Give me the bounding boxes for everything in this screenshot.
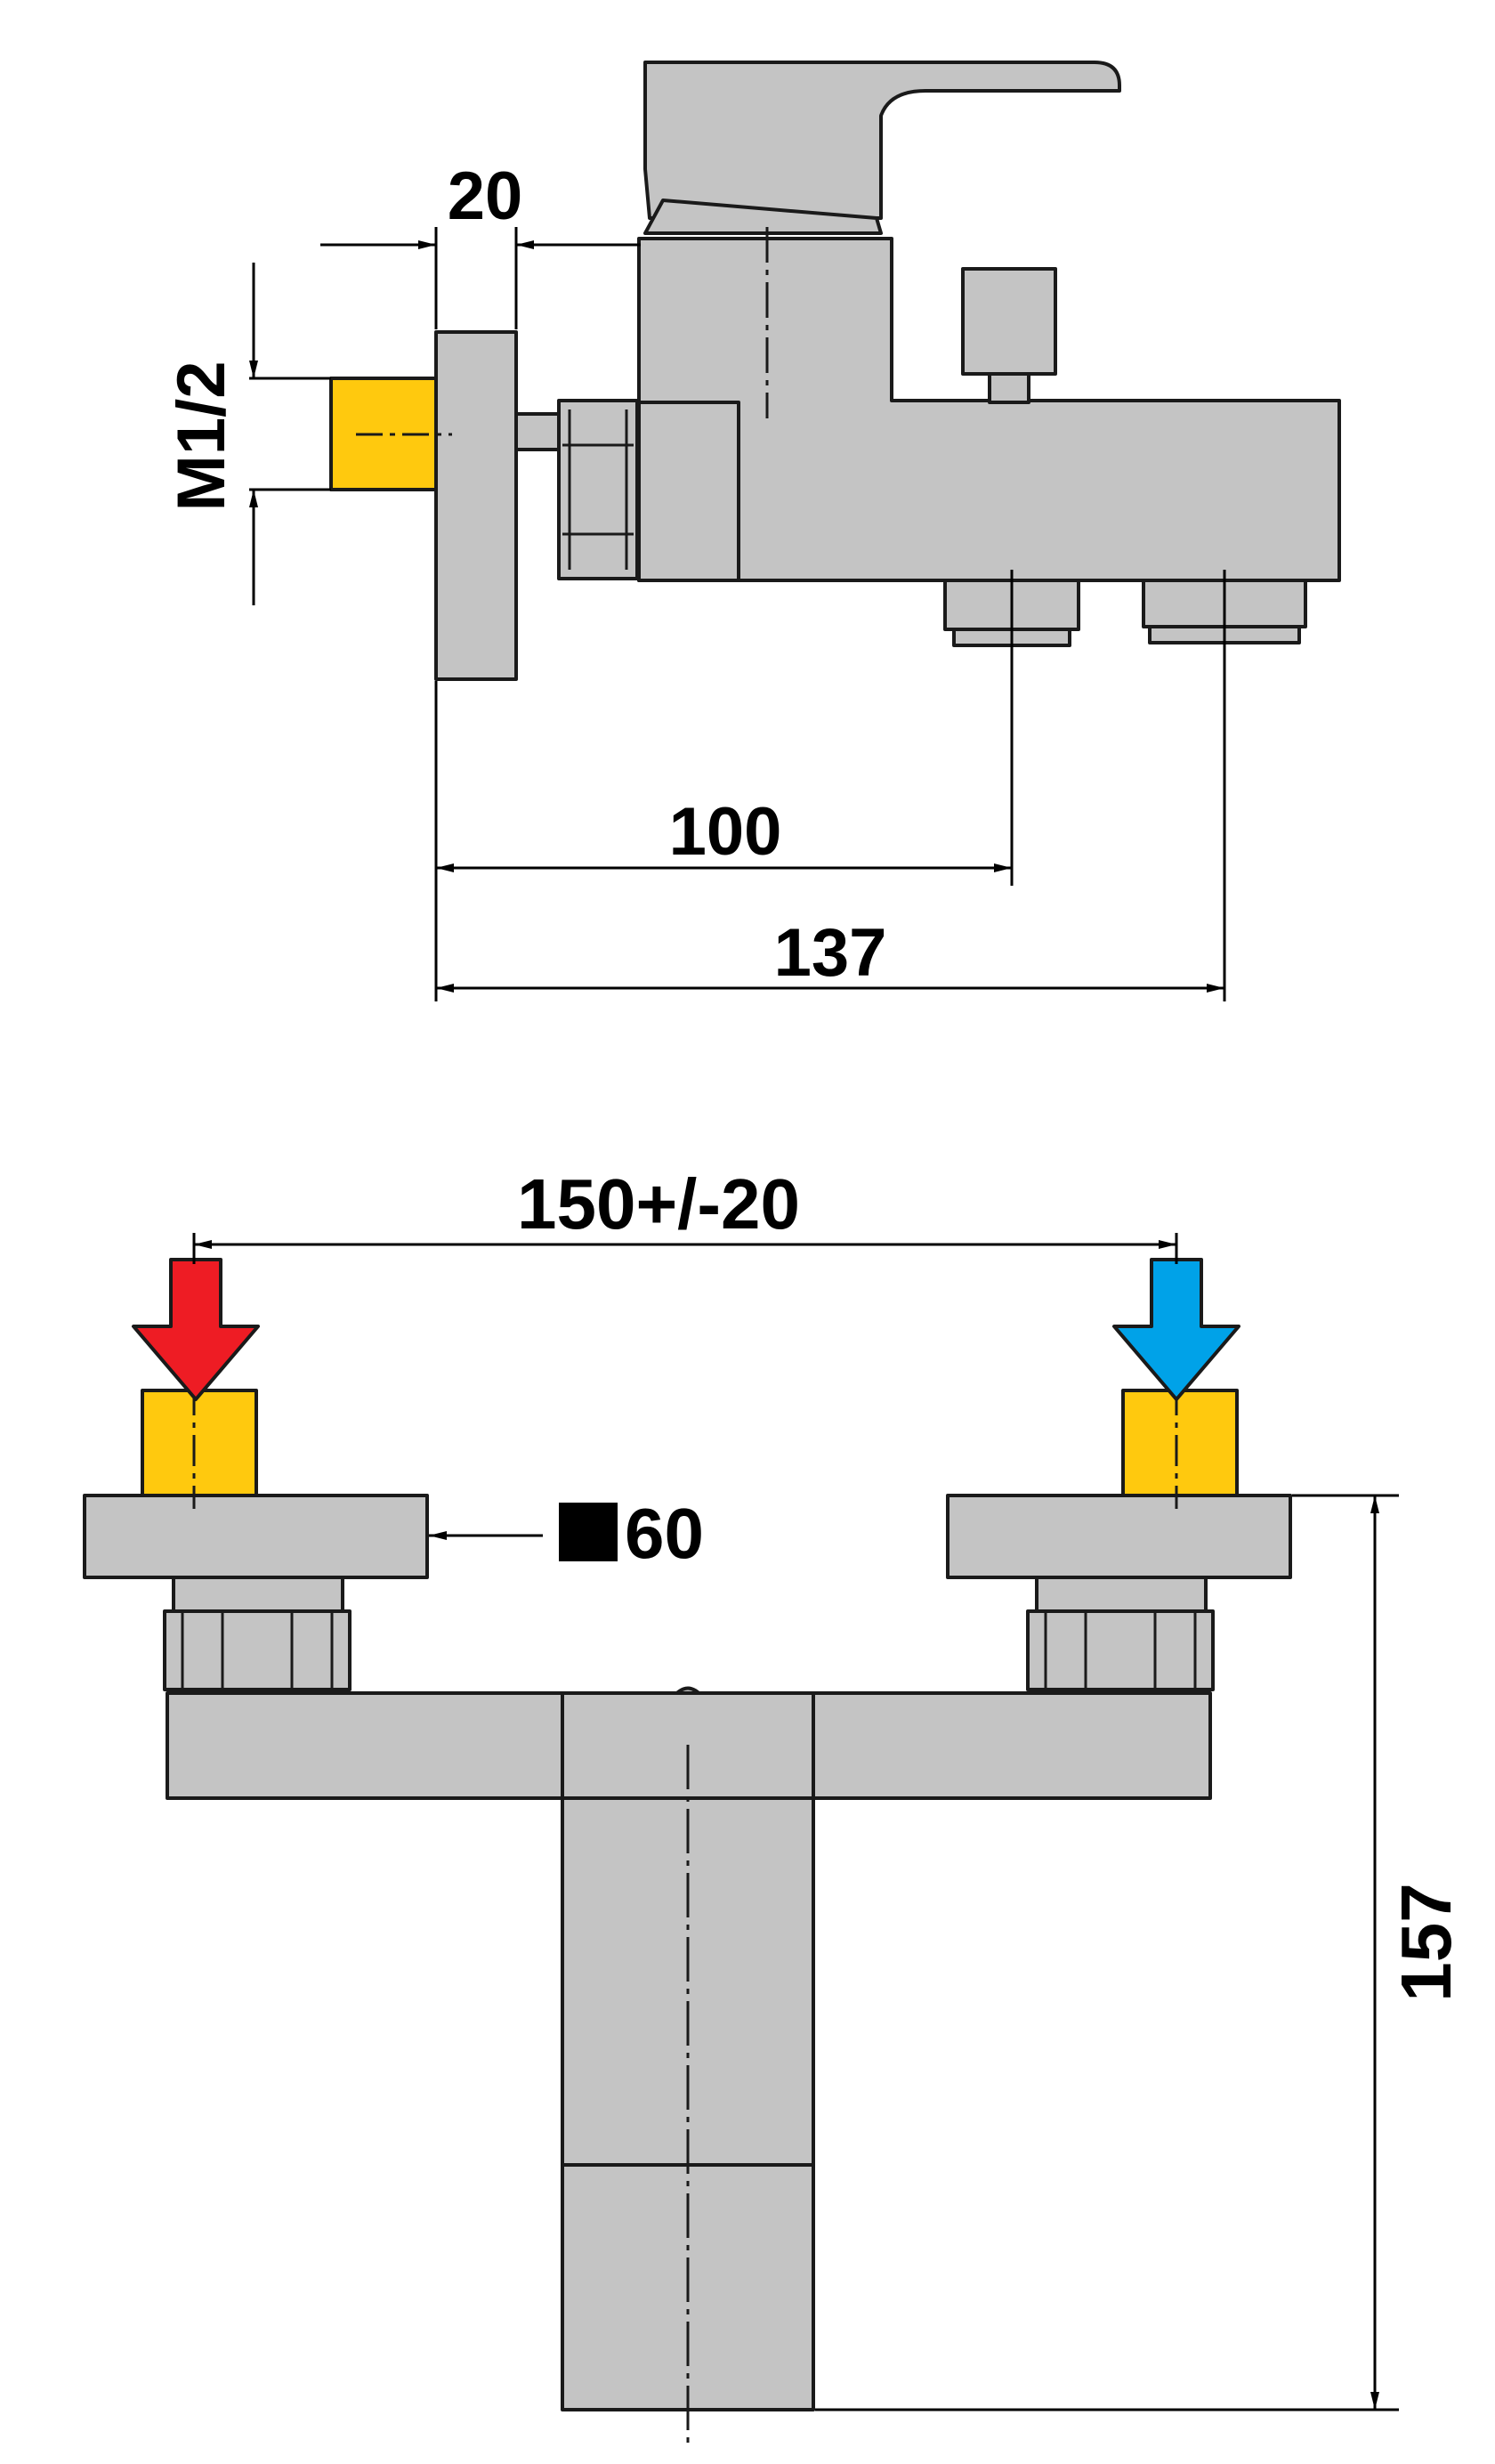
collar (514, 412, 561, 451)
hot-water-arrow (132, 1258, 260, 1401)
left-thread (141, 1389, 258, 1497)
right-collar (1035, 1576, 1208, 1613)
top-view-dimensions (192, 1233, 1399, 2411)
dimension-thread: M1/2 (164, 361, 239, 512)
hex-nut (557, 399, 639, 580)
dimension-flange-size: 60 (625, 1494, 704, 1573)
right-flange (946, 1494, 1292, 1579)
dimension-total-height: 157 (1386, 1883, 1466, 2001)
dimension-diverter-offset: 137 (774, 915, 887, 991)
right-thread (1121, 1389, 1239, 1497)
diverter-stem (988, 372, 1030, 404)
square-symbol (559, 1503, 618, 1561)
side-view-dimensions (249, 227, 1226, 1001)
wall-flange (434, 330, 518, 681)
dimension-outlet-depth: 20 (448, 158, 523, 234)
side-view (329, 61, 1341, 681)
top-view (83, 1384, 1292, 2448)
right-hex-nut (1026, 1609, 1215, 1691)
dimension-center-distance: 150+/-20 (517, 1164, 800, 1244)
body-front-block (637, 401, 740, 582)
left-collar (172, 1576, 344, 1613)
lever-handle (643, 61, 1121, 220)
lever-neck (643, 199, 883, 235)
diverter-knob (961, 267, 1057, 376)
left-flange (83, 1494, 429, 1579)
left-hex-nut (163, 1609, 352, 1691)
dimension-spout-offset: 100 (669, 794, 782, 870)
cold-water-arrow (1112, 1258, 1240, 1401)
